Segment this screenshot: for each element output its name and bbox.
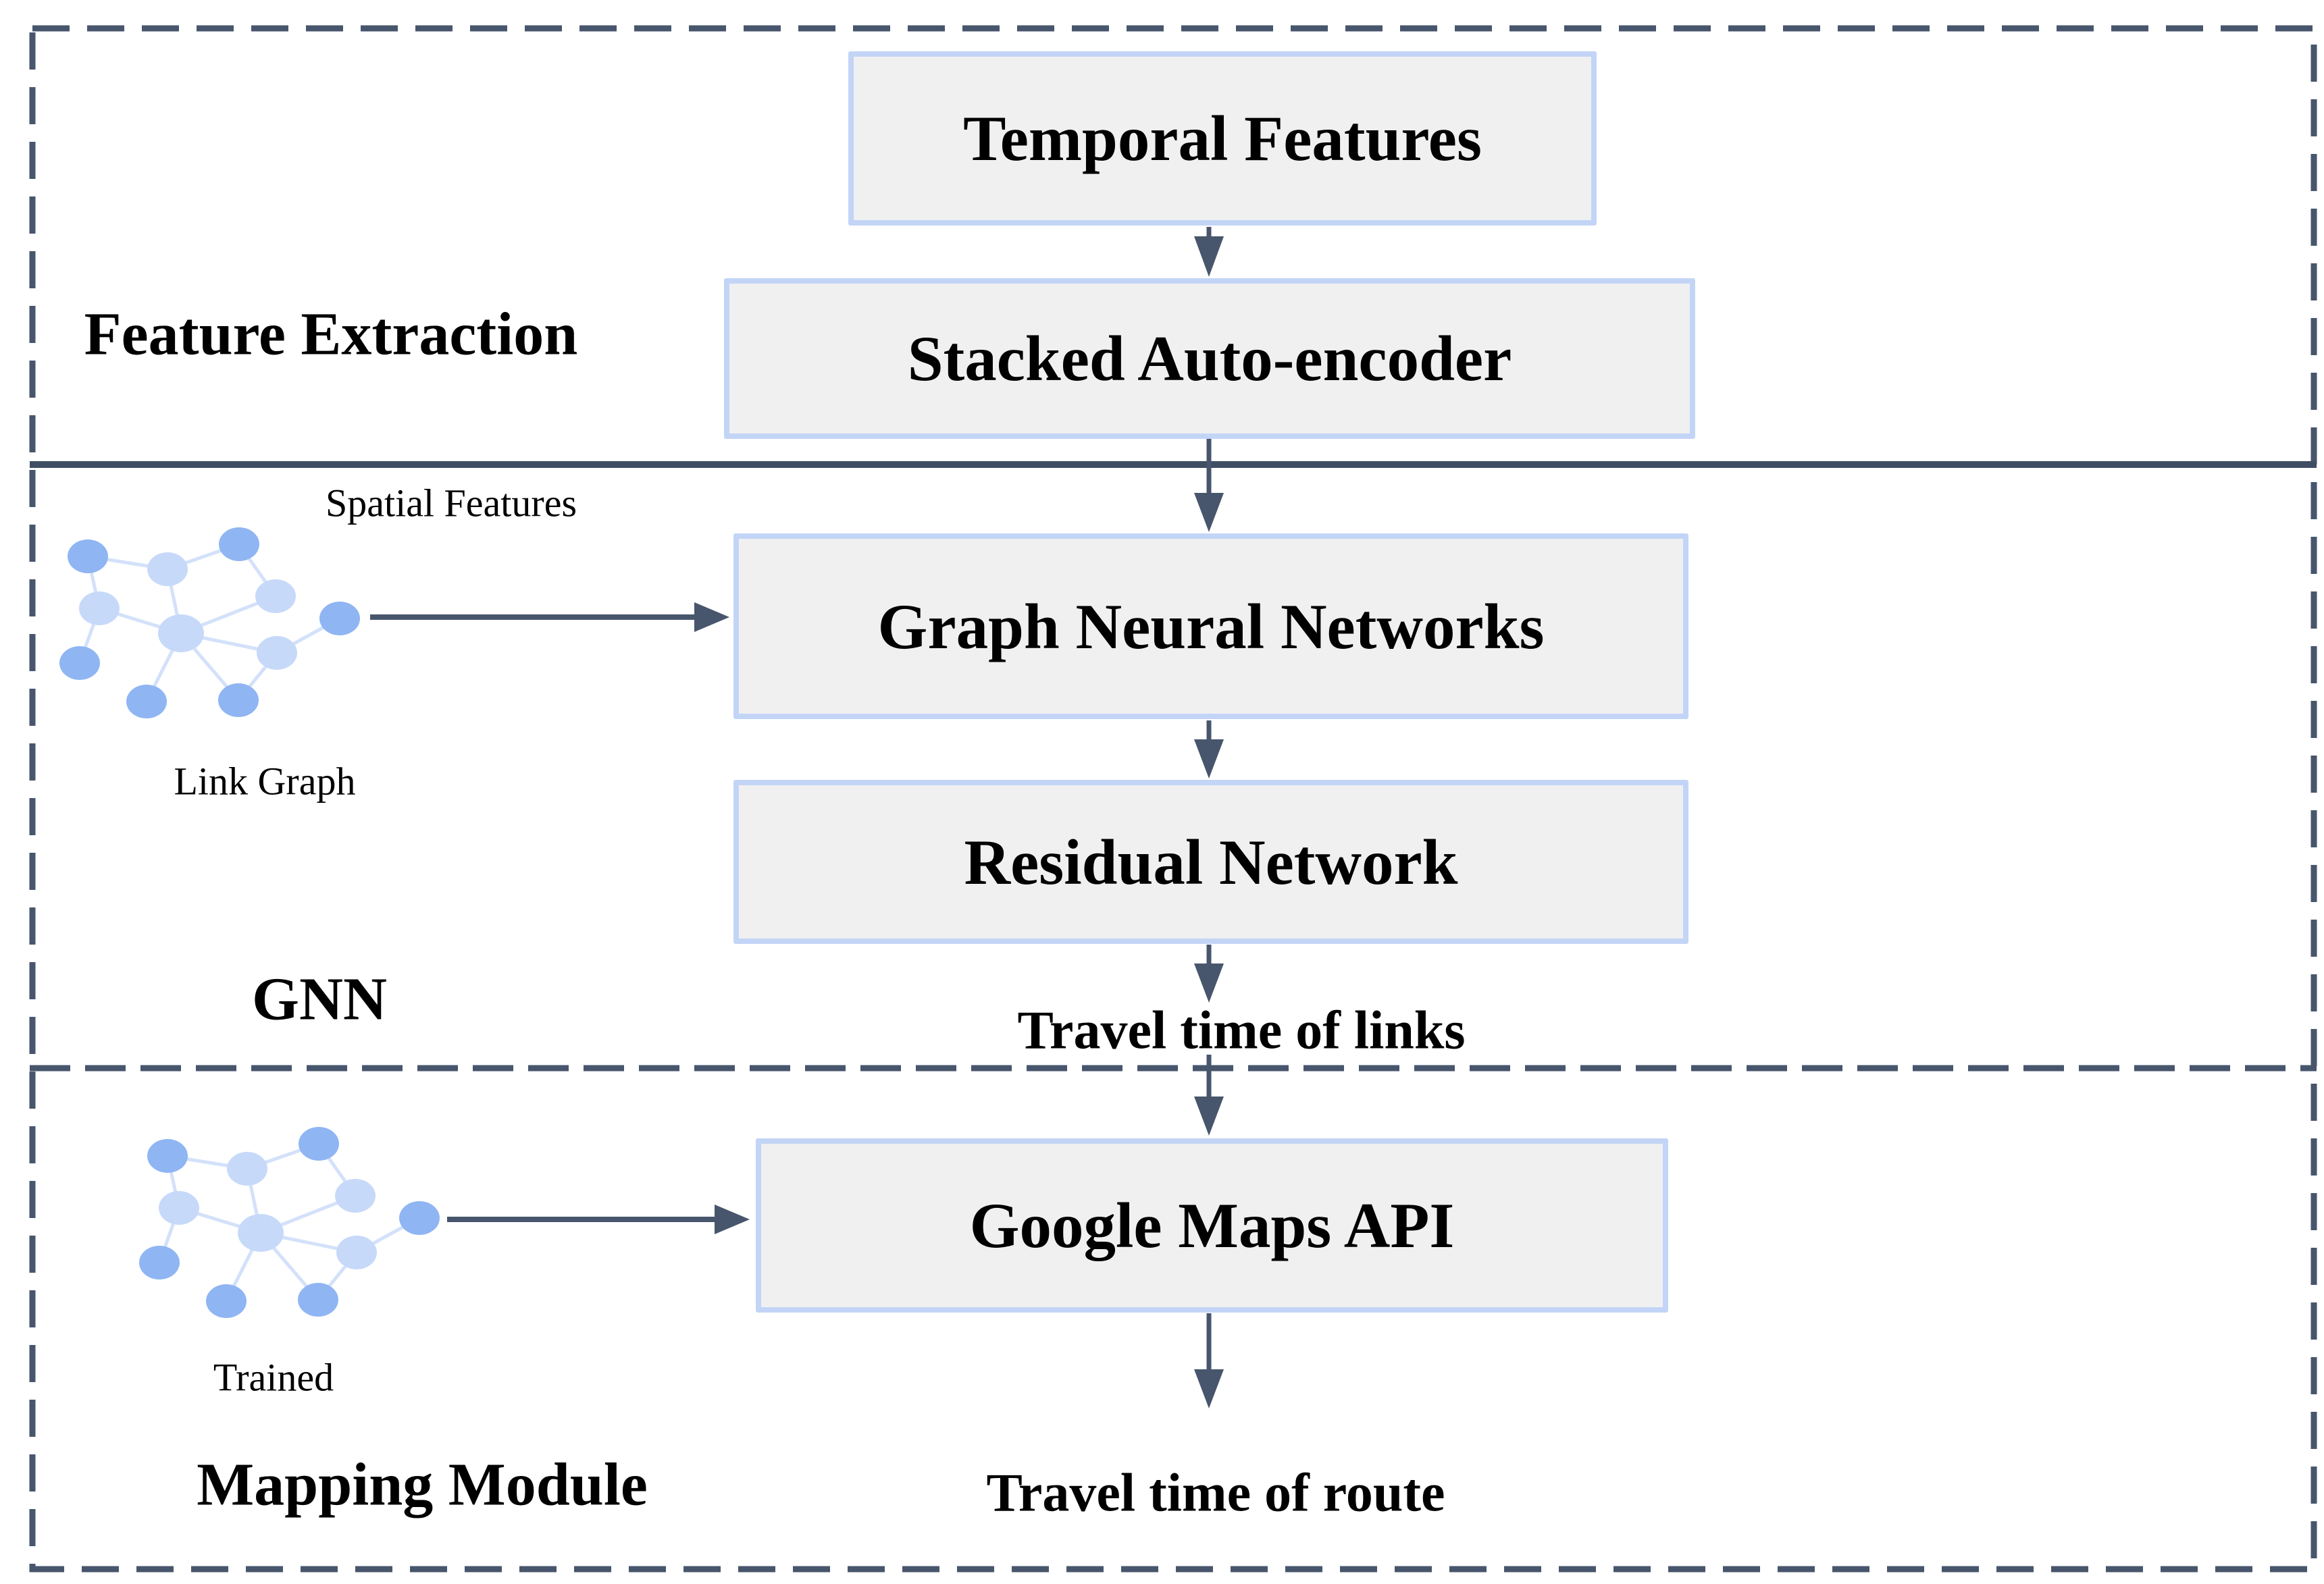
temporal-features-box: Temporal Features [848,51,1597,226]
arrow-travel-links-to-google [1194,1055,1224,1136]
temporal-features-label: Temporal Features [963,103,1482,174]
travel-time-of-route-label: Travel time of route [986,1463,1445,1523]
arrow-gnn-to-residual [1194,720,1224,778]
stacked-autoencoder-label: Stacked Auto-encoder [907,323,1512,394]
arrow-stacked-to-gnn [1194,439,1224,532]
trained-annotation: Trained [213,1355,334,1400]
residual-network-box: Residual Network [733,780,1688,944]
arrow-trained-to-google [447,1205,750,1234]
outer-dashed-border [29,25,2317,1573]
section-label-gnn: GNN [252,966,387,1033]
travel-time-of-links-label: Travel time of links [1017,1001,1466,1061]
graph-neural-networks-label: Graph Neural Networks [877,590,1545,662]
section-label-mapping-module: Mapping Module [197,1451,648,1519]
arrow-linkgraph-to-gnn [370,602,729,632]
google-maps-api-label: Google Maps API [969,1190,1455,1261]
google-maps-api-box: Google Maps API [756,1138,1668,1313]
section-label-feature-extraction: Feature Extraction [84,300,578,368]
residual-network-label: Residual Network [964,826,1458,898]
trained-graph-icon [139,1127,440,1318]
arrow-residual-to-travel-links [1194,945,1224,1003]
link-graph-icon [59,527,360,718]
arrow-temporal-to-stacked [1194,227,1224,277]
graph-neural-networks-box: Graph Neural Networks [733,533,1688,719]
arrow-google-to-travel-route [1194,1313,1224,1408]
stacked-autoencoder-box: Stacked Auto-encoder [724,278,1695,439]
spatial-features-annotation: Spatial Features [325,481,577,525]
link-graph-annotation: Link Graph [174,759,356,803]
